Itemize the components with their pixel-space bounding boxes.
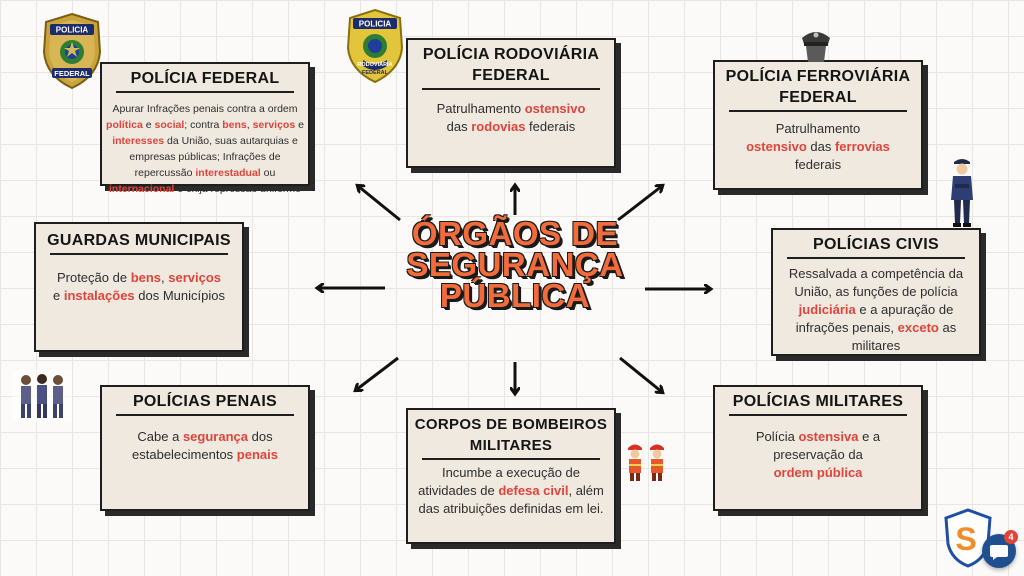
center-title-line2: SEGURANÇA bbox=[406, 246, 624, 283]
card-title: POLÍCIA FEDERAL bbox=[130, 70, 280, 87]
card-title: GUARDAS MUNICIPAIS bbox=[47, 232, 231, 249]
arrow-to-federal bbox=[358, 186, 401, 222]
arrow-to-ferroviaria bbox=[617, 186, 662, 222]
card-body: Patrulhamento ostensivo das ferrovias fe… bbox=[746, 121, 890, 172]
svg-text:POLICIA: POLICIA bbox=[359, 20, 392, 29]
card-title: POLÍCIAS CIVIS bbox=[813, 236, 939, 253]
card-policia-federal: POLÍCIA FEDERAL Apurar Infrações penais … bbox=[100, 62, 310, 195]
svg-text:RODOVIÁRIA: RODOVIÁRIA bbox=[357, 61, 392, 68]
center-title-line1: ÓRGÃOS DE bbox=[411, 215, 619, 252]
card-body: Apurar Infrações penais contra a ordem p… bbox=[106, 103, 304, 195]
arrow-to-militares bbox=[619, 356, 662, 392]
card-body: Polícia ostensiva e a preservação da ord… bbox=[755, 429, 881, 480]
svg-text:POLICIA: POLICIA bbox=[56, 26, 89, 35]
card-title: POLÍCIAS PENAIS bbox=[132, 393, 278, 410]
chat-notification-badge: 4 bbox=[1004, 530, 1018, 544]
card-policias-penais: POLÍCIAS PENAIS Cabe a segurança dos est… bbox=[100, 385, 310, 511]
chat-button[interactable]: 4 bbox=[982, 530, 1018, 568]
chat-bubble-icon bbox=[990, 545, 1008, 560]
card-policias-civis: POLÍCIAS CIVIS Ressalvada a competência … bbox=[771, 228, 981, 356]
svg-text:S: S bbox=[955, 521, 976, 557]
policia-rodoviaria-badge-icon: POLICIA RODOVIÁRIA FEDERAL bbox=[346, 8, 404, 84]
card-body: Ressalvada a competência da União, as fu… bbox=[788, 266, 964, 353]
center-title-line3: PÚBLICA bbox=[439, 277, 591, 314]
card-body: Proteção de bens, serviços e instalações… bbox=[53, 270, 225, 303]
prisoners-group-icon bbox=[12, 370, 72, 422]
card-body: Cabe a segurança dos estabelecimentos pe… bbox=[132, 429, 278, 462]
firefighters-icon bbox=[628, 444, 664, 481]
card-title: POLÍCIAS MILITARES bbox=[732, 393, 904, 410]
arrow-to-penais bbox=[356, 356, 399, 390]
policia-federal-badge-icon: POLICIA FEDERAL bbox=[42, 12, 102, 90]
card-policias-militares: POLÍCIAS MILITARES Polícia ostensiva e a… bbox=[713, 385, 923, 511]
svg-text:FEDERAL: FEDERAL bbox=[54, 69, 90, 78]
card-body: Patrulhamento ostensivo das rodovias fed… bbox=[436, 101, 586, 134]
svg-text:FEDERAL: FEDERAL bbox=[362, 70, 389, 76]
police-officer-icon bbox=[951, 159, 973, 227]
police-officer-cap-icon bbox=[802, 32, 830, 62]
card-guardas-municipais: GUARDAS MUNICIPAIS Proteção de bens, ser… bbox=[34, 222, 244, 352]
card-body: Incumbe a execução de atividades de defe… bbox=[418, 465, 604, 516]
center-title: ÓRGÃOS DE SEGURANÇA PÚBLICA bbox=[395, 215, 635, 314]
